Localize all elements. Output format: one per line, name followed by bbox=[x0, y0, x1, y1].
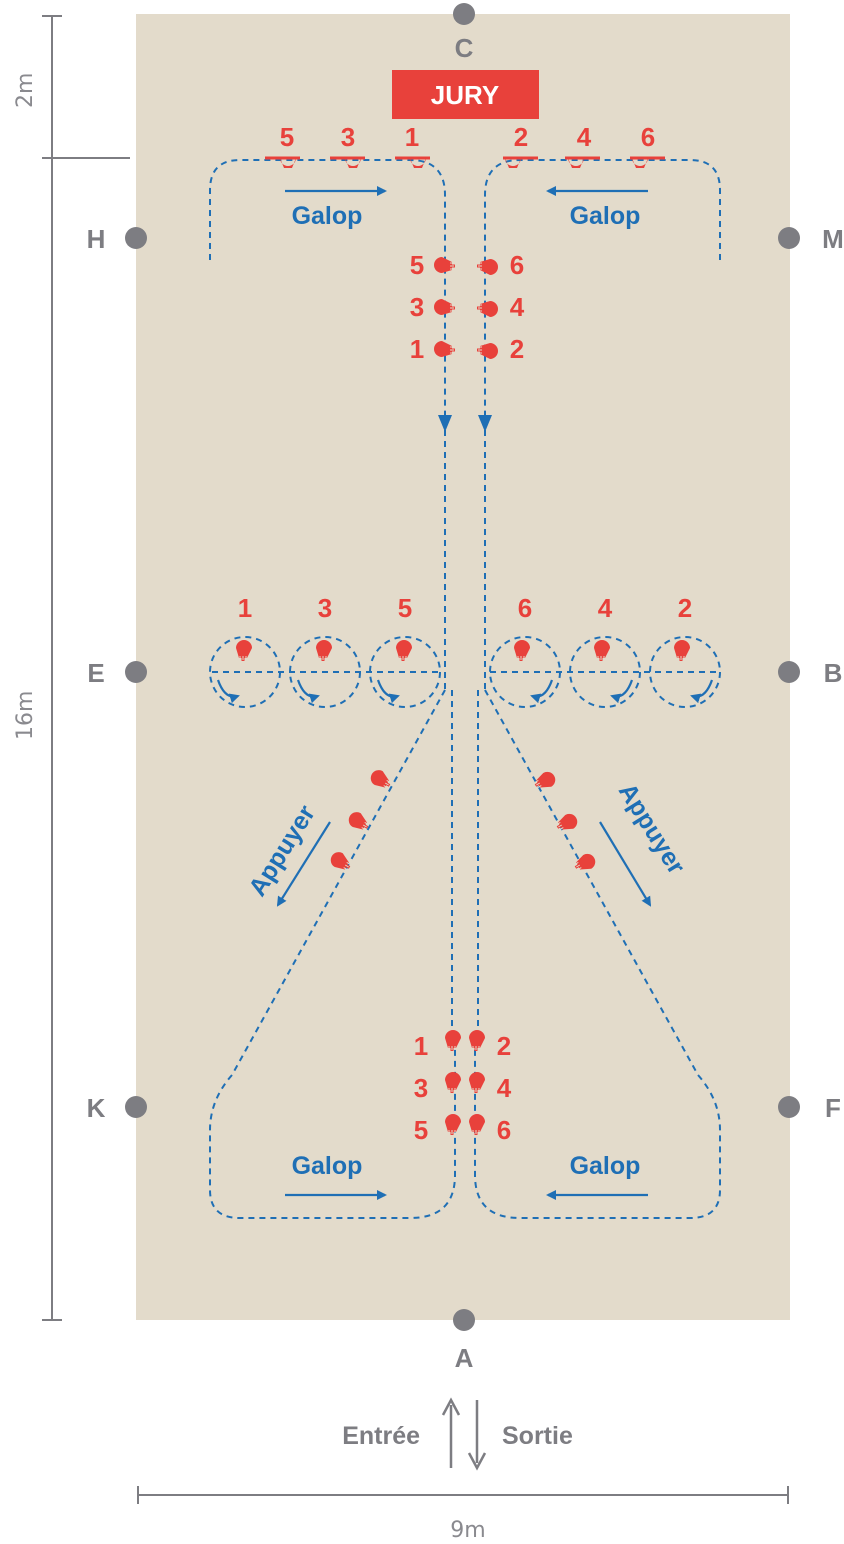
marker-c: C bbox=[455, 33, 474, 63]
galop-label: Galop bbox=[570, 1152, 641, 1180]
turn-arrow-icon bbox=[296, 679, 320, 704]
turn-arrow-icon bbox=[216, 679, 240, 704]
rider-number: 3 bbox=[414, 1073, 428, 1103]
jury-label: JURY bbox=[431, 80, 499, 110]
down-arrow-icon bbox=[478, 415, 492, 432]
arena bbox=[136, 14, 790, 1320]
marker-k: K bbox=[87, 1093, 106, 1123]
rider-number: 6 bbox=[518, 593, 532, 623]
rider-numbers: 5 3 1 2 4 6 5 3 1 6 4 2 1 3 5 6 4 2 1 3 … bbox=[238, 122, 692, 1145]
down-arrow-icon bbox=[438, 415, 452, 432]
dimension-bottom-label: 9m bbox=[450, 1518, 485, 1543]
route-paths bbox=[209, 159, 721, 1219]
rider-number: 1 bbox=[414, 1031, 428, 1061]
rider-number: 4 bbox=[497, 1073, 512, 1103]
rider-number: 4 bbox=[598, 593, 613, 623]
rider-number: 6 bbox=[510, 250, 524, 280]
arrow-diag-icon bbox=[599, 821, 652, 907]
horses bbox=[234, 156, 692, 1137]
rider-number: 5 bbox=[414, 1115, 428, 1145]
rider-number: 4 bbox=[577, 122, 592, 152]
marker-m: M bbox=[822, 224, 844, 254]
exit-label: Sortie bbox=[502, 1422, 573, 1450]
rider-number: 2 bbox=[510, 334, 524, 364]
rider-number: 3 bbox=[410, 292, 424, 322]
marker-dot-icon bbox=[453, 1309, 475, 1331]
dimension-bottom bbox=[137, 1486, 789, 1504]
dimension-side-label: 16m bbox=[13, 691, 38, 740]
marker-dot-icon bbox=[778, 661, 800, 683]
arrow-diag-icon bbox=[276, 821, 331, 907]
entry-label: Entrée bbox=[342, 1422, 420, 1450]
turn-arrow-icon bbox=[690, 679, 714, 704]
rider-number: 3 bbox=[318, 593, 332, 623]
rider-number: 5 bbox=[398, 593, 412, 623]
rider-number: 1 bbox=[238, 593, 252, 623]
marker-f: F bbox=[825, 1093, 841, 1123]
rider-number: 6 bbox=[641, 122, 655, 152]
marker-dot-icon bbox=[453, 3, 475, 25]
entry-exit-arrows bbox=[441, 1397, 487, 1471]
turn-arrow-icon bbox=[610, 679, 634, 704]
dimension-left bbox=[42, 15, 130, 1321]
marker-dots bbox=[125, 3, 800, 1331]
dimension-top-label: 2m bbox=[13, 73, 38, 108]
horse-icon bbox=[395, 156, 430, 168]
horse-icon bbox=[503, 156, 538, 168]
marker-e: E bbox=[87, 658, 104, 688]
turn-arrow-icon bbox=[530, 679, 554, 704]
marker-dot-icon bbox=[125, 227, 147, 249]
galop-label: Galop bbox=[292, 1152, 363, 1180]
rider-number: 3 bbox=[341, 122, 355, 152]
horse-icon bbox=[265, 156, 300, 168]
rider-number: 2 bbox=[497, 1031, 511, 1061]
marker-a: A bbox=[455, 1343, 474, 1373]
galop-label: Galop bbox=[292, 202, 363, 230]
rider-number: 2 bbox=[678, 593, 692, 623]
marker-dot-icon bbox=[125, 661, 147, 683]
rider-number: 4 bbox=[510, 292, 525, 322]
rider-number: 6 bbox=[497, 1115, 511, 1145]
marker-dot-icon bbox=[778, 227, 800, 249]
turn-arrows bbox=[216, 679, 714, 704]
rider-number: 2 bbox=[514, 122, 528, 152]
horse-icon bbox=[630, 156, 665, 168]
horse-icon bbox=[565, 156, 600, 168]
rider-number: 1 bbox=[410, 334, 424, 364]
marker-h: H bbox=[87, 224, 106, 254]
turn-arrow-icon bbox=[376, 679, 400, 704]
jury-box bbox=[392, 70, 539, 119]
rider-number: 1 bbox=[405, 122, 419, 152]
rider-number: 5 bbox=[280, 122, 294, 152]
marker-dot-icon bbox=[125, 1096, 147, 1118]
galop-label: Galop bbox=[570, 202, 641, 230]
marker-b: B bbox=[824, 658, 843, 688]
rider-number: 5 bbox=[410, 250, 424, 280]
horse-icon bbox=[330, 156, 365, 168]
marker-dot-icon bbox=[778, 1096, 800, 1118]
